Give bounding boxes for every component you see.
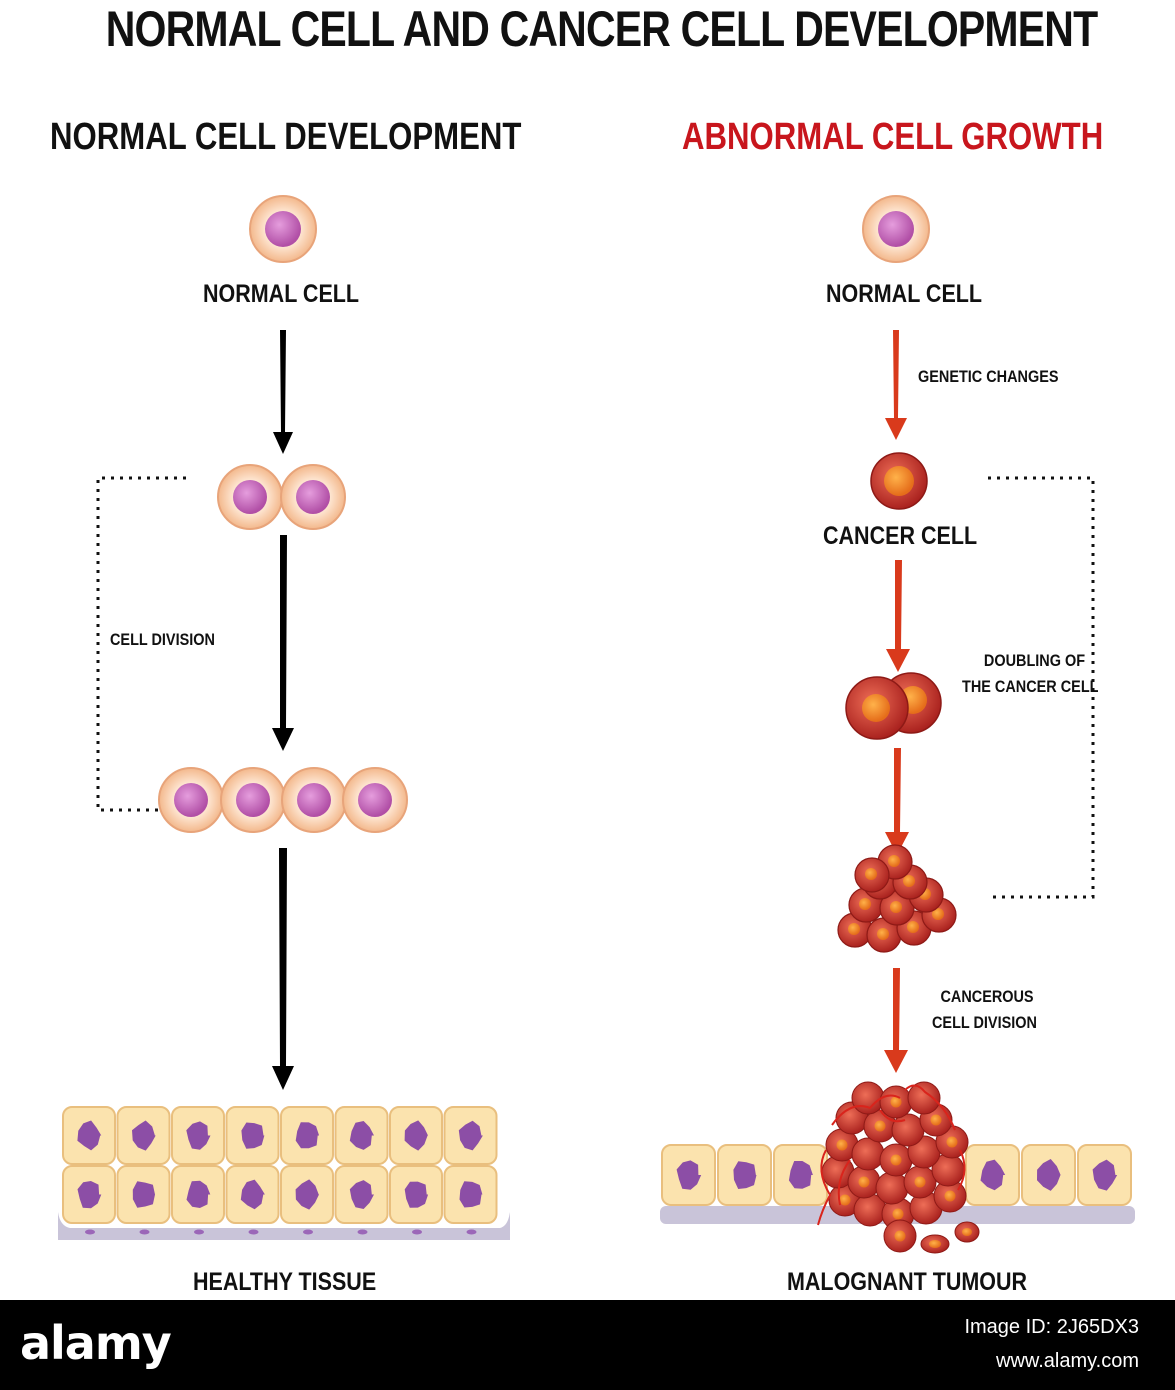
tissue-cell [225,1106,280,1165]
left-arrow-3 [272,848,294,1090]
tissue-cell [443,1165,498,1224]
page-title: NORMAL CELL AND CANCER CELL DEVELOPMENT [105,1,1098,57]
tumour-cell [847,1165,881,1199]
tumour-tissue [660,1144,1135,1224]
cancerous-division-line-1: CANCEROUS [940,987,1034,1006]
alamy-logo: alamy [20,1316,172,1370]
tissue-cell [773,1144,828,1206]
tissue-cell [1021,1144,1076,1206]
basement-dot [303,1229,313,1235]
tissue-cell [389,1165,443,1224]
tissue-cell [334,1106,389,1165]
healthy-tissue [58,1106,510,1240]
cancerous-division-line-2: CELL DIVISION [932,1012,1037,1032]
malignant-tumour-label: MALOGNANT TUMOUR [787,1268,1028,1296]
basement-dot [85,1229,95,1235]
left-arrow-1 [273,330,293,454]
left-arrow-2 [272,535,294,751]
doubling-label-line-1: DOUBLING OF [983,651,1086,670]
tissue-cell [280,1106,334,1165]
tissue-cell [171,1106,225,1165]
basement-dot [139,1229,150,1235]
cancerous-division-label: CANCEROUS CELL DIVISION [932,984,1037,1035]
genetic-changes-label: GENETIC CHANGES [918,367,1059,386]
tissue-cell [661,1144,716,1206]
tissue-cell [171,1165,225,1224]
right-cancer-cell [870,452,928,510]
basement-dot [248,1229,259,1235]
right-dotted-bracket [988,476,1095,899]
left-dotted-bracket [96,476,186,812]
left-heading: NORMAL CELL DEVELOPMENT [50,116,522,158]
tissue-cell [116,1106,171,1165]
cancer-cell-label: CANCER CELL [823,522,978,550]
basement-dot [194,1229,204,1235]
right-doubling-cells [845,672,942,740]
malignant-tumour [821,1081,969,1253]
cell-division-label: CELL DIVISION [110,630,215,649]
tissue-cell [62,1106,116,1165]
tissue-cell [334,1165,389,1224]
basement-dot [357,1229,368,1235]
right-cell-cluster [837,844,957,953]
tissue-cell [389,1106,443,1165]
tumour-cell [903,1165,937,1199]
tumour-cell [907,1081,941,1115]
tumour-cell [851,1137,885,1171]
basement-dot [466,1229,477,1235]
left-four-cells [158,767,408,833]
left-two-cells [217,464,346,530]
tissue-cell [965,1144,1020,1206]
right-arrow-3 [885,748,909,855]
blood-vessels [817,1084,966,1226]
right-normal-cell-label: NORMAL CELL [826,280,983,308]
image-id: Image ID: 2J65DX3 [964,1316,1139,1338]
doubling-label: DOUBLING OF THE CANCER CELL [962,648,1098,699]
tumour-cell [879,1085,913,1119]
doubling-label-line-2: THE CANCER CELL [962,676,1099,696]
right-arrow-4 [884,968,908,1073]
left-normal-cell-label: NORMAL CELL [203,280,360,308]
tumour-cell [875,1171,909,1205]
stock-url: www.alamy.com [996,1350,1139,1372]
tumour-cell [883,1219,917,1253]
basement-dot [412,1229,422,1235]
tumour-cell [879,1143,913,1177]
tissue-cell [443,1106,498,1165]
tissue-cell [225,1165,280,1224]
diagram-artwork [58,195,1135,1254]
tissue-cell [116,1165,171,1224]
left-normal-cell [249,195,317,263]
escaping-cells [920,1221,980,1254]
tissue-cell [62,1165,116,1224]
tissue-cell [1077,1144,1132,1206]
tissue-cell [280,1165,334,1224]
stock-footer: alamy Image ID: 2J65DX3 www.alamy.com [0,1300,1175,1390]
right-heading: ABNORMAL CELL GROWTH [682,116,1104,158]
tumour-cell [851,1081,885,1115]
cluster-cell [854,857,890,893]
right-normal-cell [862,195,930,263]
healthy-tissue-label: HEALTHY TISSUE [193,1268,377,1296]
tumour-cell [891,1113,925,1147]
tissue-cell [717,1144,772,1206]
right-arrow-1 [885,330,907,440]
right-arrow-2 [886,560,910,672]
